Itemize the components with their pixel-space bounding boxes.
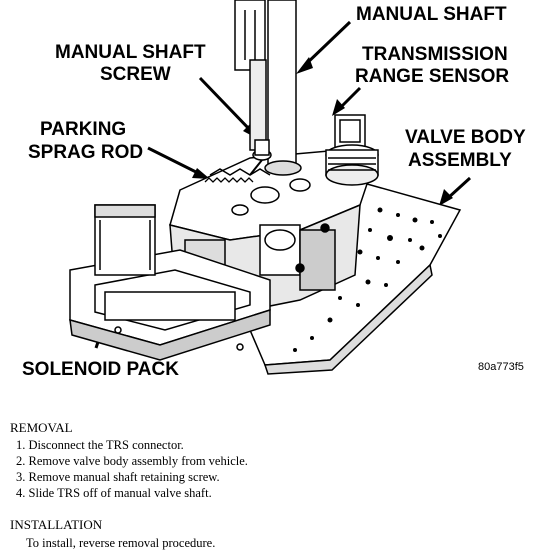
removal-step: 1. Disconnect the TRS connector. [16, 438, 184, 452]
label-manual-shaft-screw-line2: SCREW [100, 64, 171, 85]
solenoid-pack [69, 204, 271, 361]
valve-body-illustration: MANUAL SHAFT MANUAL SHAFT SCREW TRANSMIS… [22, 0, 526, 380]
manual-shaft-screw [252, 139, 272, 161]
installation-heading: INSTALLATION [10, 517, 103, 532]
removal-steps: 1. Disconnect the TRS connector. 2. Remo… [16, 437, 248, 501]
label-solenoid-pack: SOLENOID PACK [22, 359, 179, 380]
installation-text: To install, reverse removal procedure. [26, 536, 216, 550]
label-parking-line1: PARKING [40, 119, 126, 140]
label-trs-line1: TRANSMISSION [362, 44, 508, 65]
removal-step: 3. Remove manual shaft retaining screw. [16, 470, 220, 484]
label-parking-line2: SPRAG ROD [28, 142, 143, 163]
removal-step: 4. Slide TRS off of manual valve shaft. [16, 486, 212, 500]
figure-id: 80a773f5 [478, 361, 524, 373]
transmission-range-sensor [325, 114, 379, 186]
label-valve-body-line2: ASSEMBLY [408, 150, 512, 171]
label-manual-shaft-screw-line1: MANUAL SHAFT [55, 42, 206, 63]
removal-heading: REMOVAL [10, 420, 73, 435]
label-manual-shaft: MANUAL SHAFT [356, 4, 507, 25]
manual-shaft [234, 0, 302, 176]
parking-sprag-rod [204, 159, 263, 183]
removal-step: 2. Remove valve body assembly from vehic… [16, 454, 248, 468]
label-valve-body-line1: VALVE BODY [405, 127, 526, 148]
label-trs-line2: RANGE SENSOR [355, 66, 509, 87]
